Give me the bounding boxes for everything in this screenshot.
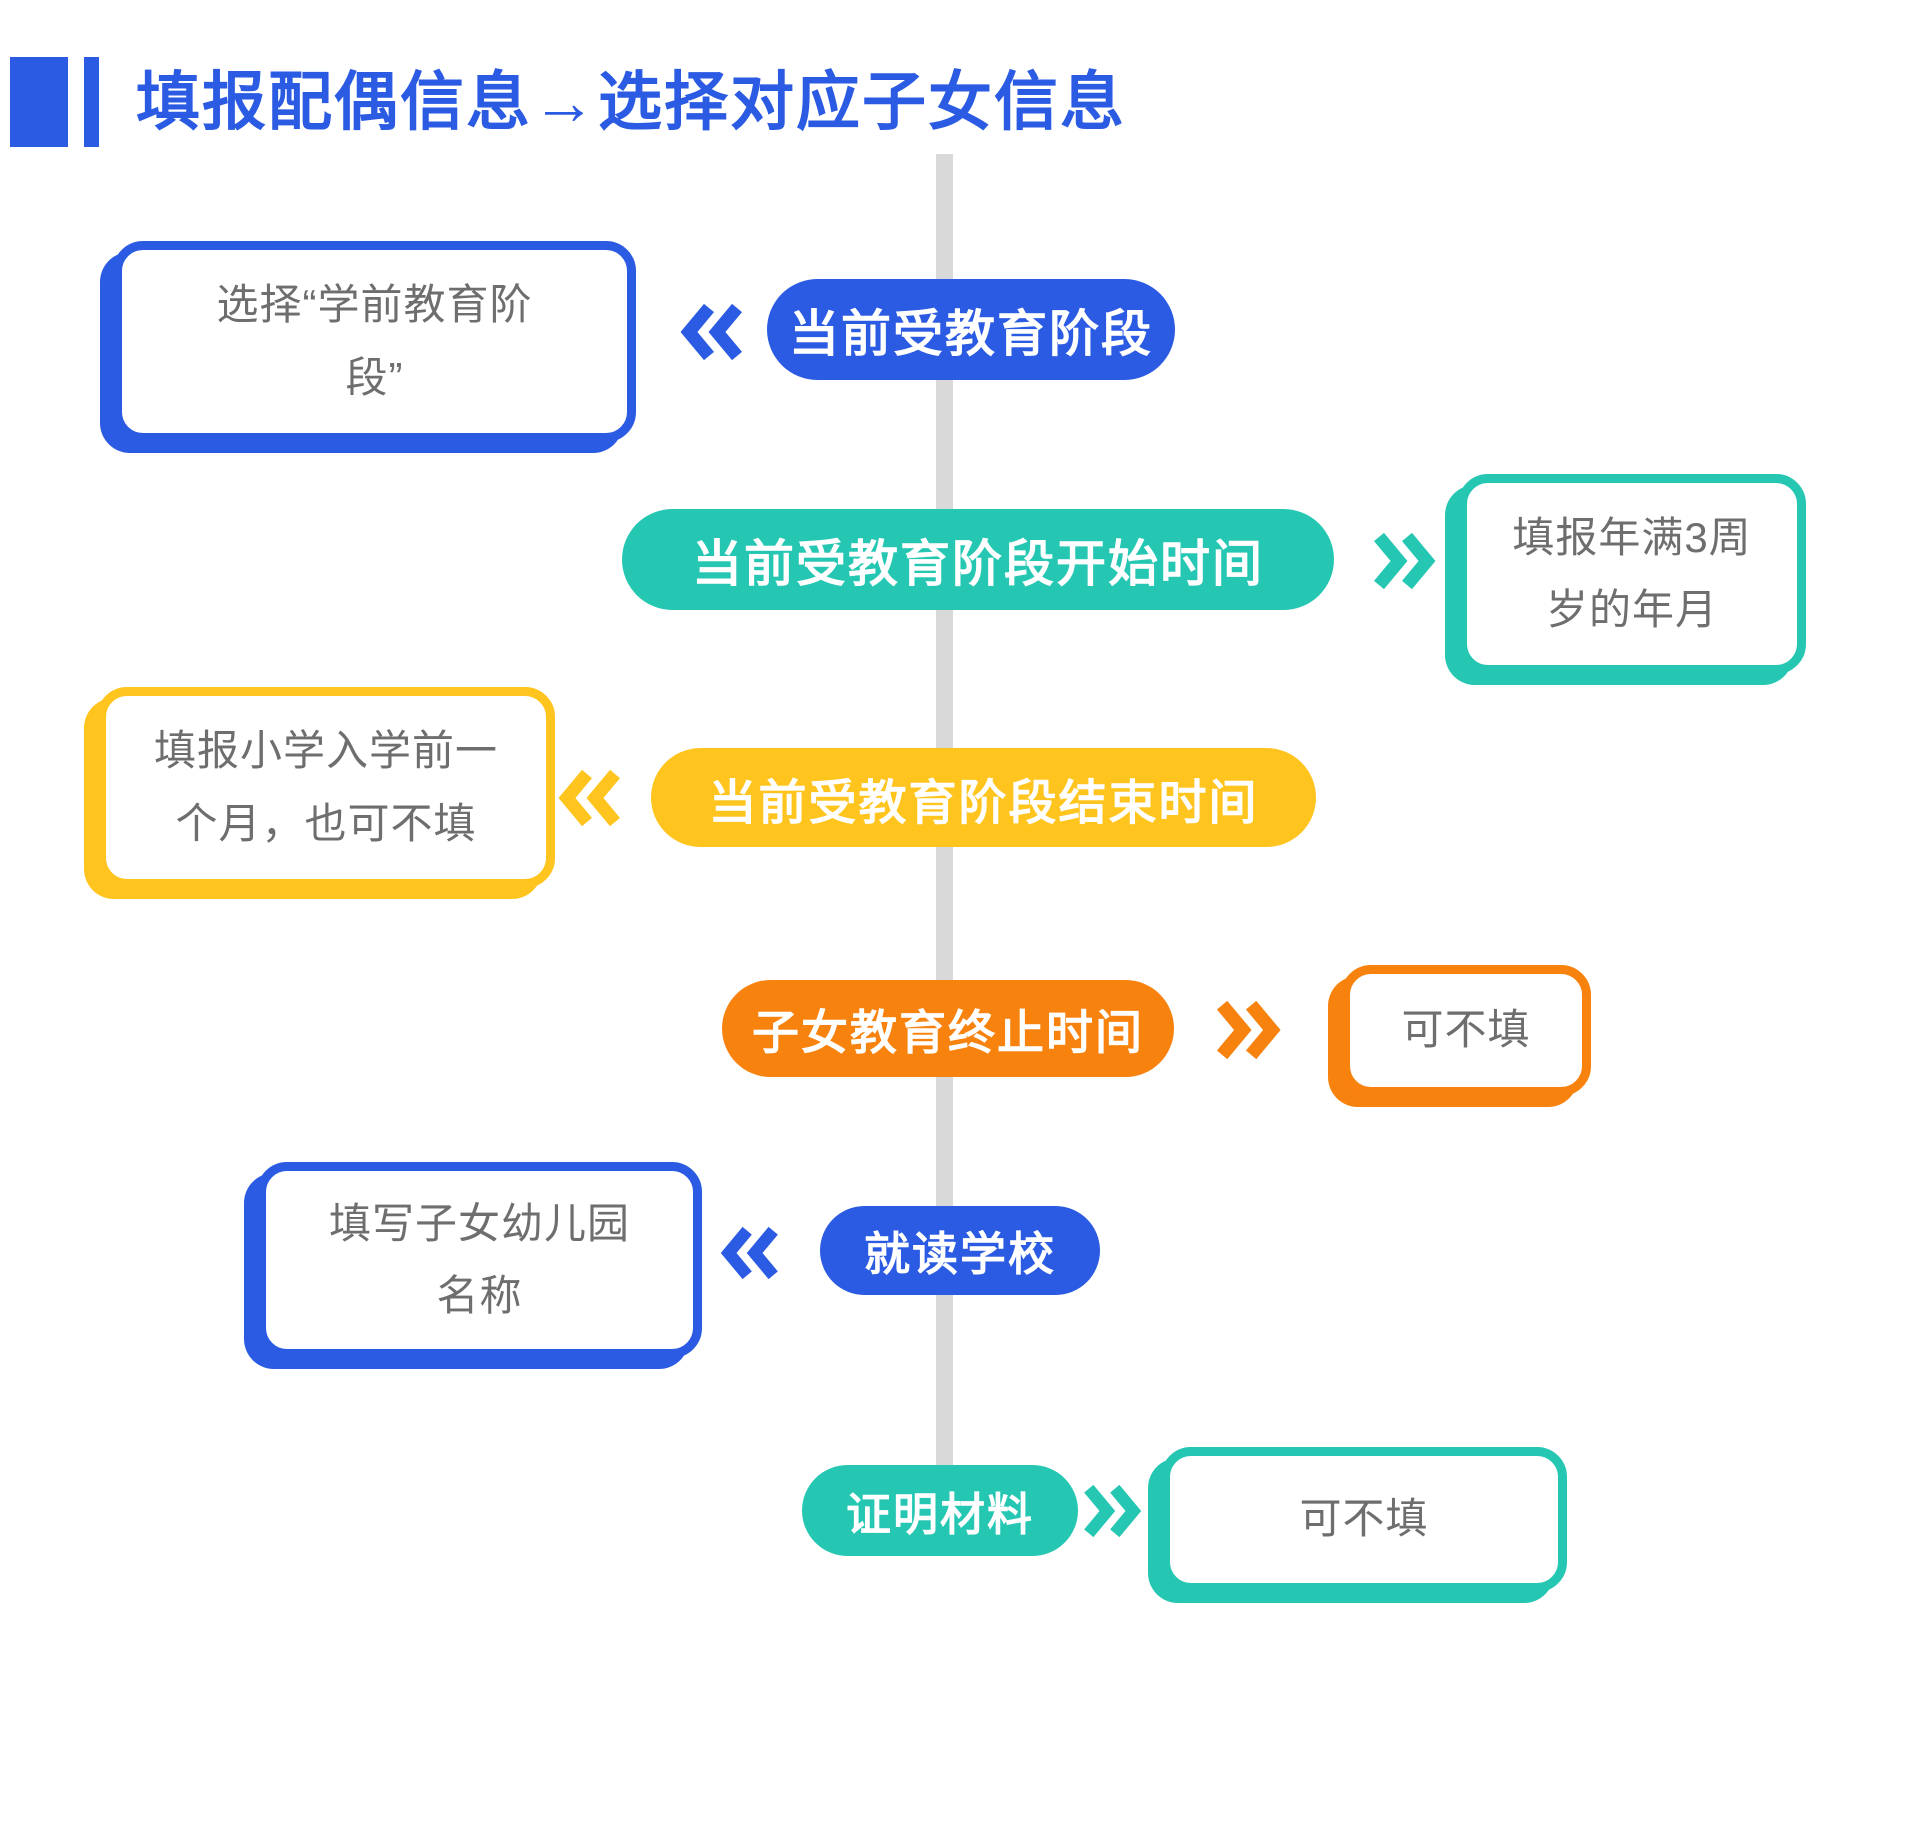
note-fill-age-3-month: 填报年满3周 岁的年月 (1458, 474, 1806, 674)
pill-school: 就读学校 (820, 1206, 1100, 1295)
pill-current-education-stage: 当前受教育阶段 (767, 279, 1175, 380)
pill-label: 当前受教育阶段 (789, 305, 1153, 362)
note-line: 个月，也可不填 (175, 799, 477, 847)
title-bar-decoration (84, 57, 99, 147)
pill-education-end-time: 子女教育终止时间 (722, 980, 1174, 1077)
note-select-preschool-stage: 选择“学前教育阶 段” (113, 241, 636, 442)
pill-label: 证明材料 (845, 1489, 1034, 1540)
timeline-line (936, 154, 953, 1554)
note-line: 填报小学入学前一 (153, 727, 498, 775)
note-line: 岁的年月 (1545, 586, 1718, 633)
note-optional: 可不填 (1161, 1447, 1567, 1592)
chevron-left-icon (720, 1227, 780, 1279)
pill-stage-end-time: 当前受教育阶段结束时间 (651, 748, 1316, 847)
note-line: 填报年满3周 (1512, 513, 1752, 561)
title-square-decoration (10, 57, 68, 147)
pill-label: 子女教育终止时间 (752, 1006, 1144, 1059)
page-title: 填报配偶信息→选择对应子女信息 (136, 66, 1126, 138)
note-line: 可不填 (1401, 1006, 1531, 1054)
pill-stage-start-time: 当前受教育阶段开始时间 (622, 509, 1334, 610)
chevron-right-icon (1082, 1485, 1142, 1537)
note-line: 选择“学前教育阶 (216, 281, 533, 329)
note-line: 填写子女幼儿园 (328, 1199, 630, 1247)
pill-label: 当前受教育阶段结束时间 (708, 776, 1259, 830)
chevron-right-icon (1372, 533, 1436, 589)
pill-proof-materials: 证明材料 (802, 1465, 1078, 1556)
chevron-right-icon (1214, 1001, 1282, 1059)
chevron-left-icon (680, 304, 744, 360)
chevron-left-icon (558, 770, 622, 826)
note-line: 名称 (436, 1272, 523, 1319)
note-line: 段” (345, 353, 404, 401)
note-month-before-primary: 填报小学入学前一 个月，也可不填 (97, 687, 555, 888)
note-line: 可不填 (1299, 1495, 1429, 1543)
note-optional: 可不填 (1341, 965, 1591, 1096)
pill-label: 就读学校 (864, 1227, 1056, 1280)
pill-label: 当前受教育阶段开始时间 (692, 535, 1264, 592)
note-kindergarten-name: 填写子女幼儿园 名称 (257, 1162, 702, 1358)
